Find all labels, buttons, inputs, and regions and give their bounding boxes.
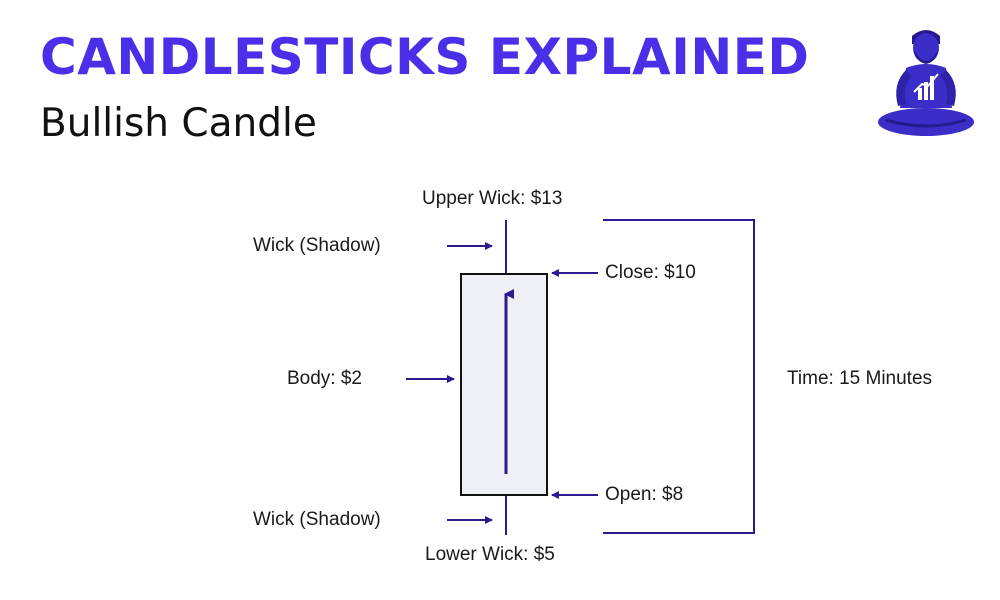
wick-top-label: Wick (Shadow) — [253, 235, 381, 256]
time-bracket — [603, 219, 755, 534]
candle-body — [460, 273, 548, 496]
open-label: Open: $8 — [605, 484, 684, 505]
mascot-left-arm — [896, 70, 912, 106]
time-label: Time: 15 Minutes — [787, 368, 933, 389]
page-title: CANDLESTICKS EXPLAINED — [40, 28, 810, 86]
mascot-legs-crease — [885, 118, 967, 128]
mascot-chart-bar-2 — [924, 82, 928, 100]
mascot-right-arm — [940, 70, 956, 106]
mascot-chart-line — [913, 73, 939, 93]
meditating-trader-icon — [878, 30, 974, 136]
mascot-chart-bar-3 — [930, 76, 934, 100]
lower-wick-label: Lower Wick: $5 — [425, 544, 555, 565]
wick-bottom-label: Wick (Shadow) — [253, 509, 381, 530]
mascot-chart-bar-1 — [918, 88, 922, 100]
page-subtitle: Bullish Candle — [40, 101, 317, 146]
mascot-head — [913, 33, 939, 63]
close-label: Close: $10 — [605, 262, 696, 283]
mascot-beard — [914, 50, 938, 64]
upper-wick-label: Upper Wick: $13 — [422, 188, 563, 209]
body-label: Body: $2 — [287, 368, 362, 389]
mascot-legs — [878, 108, 974, 136]
